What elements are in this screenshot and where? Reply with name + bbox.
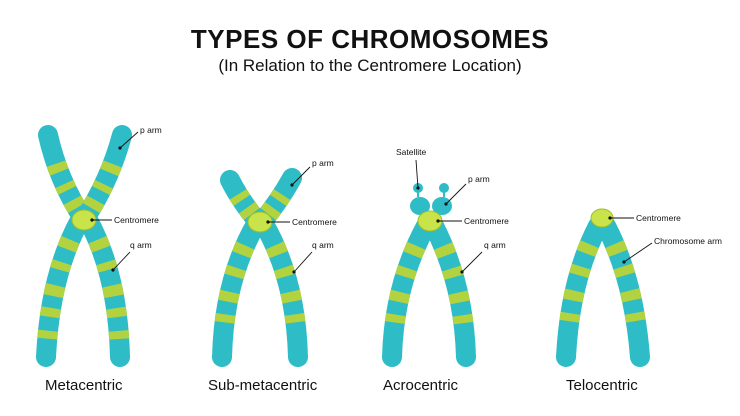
acrocentric-right-short-arm [432, 197, 452, 215]
acrocentric-p-arm-label: p arm [468, 174, 490, 184]
metacentric-chromosome: p arm Centromere q arm Metacentric [36, 125, 162, 394]
sub-metacentric-lower-left-arm [212, 214, 266, 367]
metacentric-p-arm-label: p arm [140, 125, 162, 135]
metacentric-name: Metacentric [45, 377, 123, 394]
acrocentric-satellite-label: Satellite [396, 147, 427, 157]
telocentric-centromere-label: Centromere [636, 213, 681, 223]
sub-metacentric-lower-right-arm [254, 214, 308, 367]
telocentric-right-arm [596, 216, 650, 367]
acrocentric-centromere-label: Centromere [464, 216, 509, 226]
telocentric-arm-label: Chromosome arm [654, 236, 722, 246]
sub-metacentric-chromosome: p arm Centromere q arm Sub-metacentric [208, 158, 337, 394]
metacentric-lower-right-arm [78, 210, 130, 367]
acrocentric-lower-right-arm [424, 216, 476, 367]
telocentric-chromosome: Centromere Chromosome arm Telocentric [556, 208, 722, 394]
acrocentric-left-short-arm [410, 197, 430, 215]
sub-metacentric-name: Sub-metacentric [208, 377, 318, 394]
metacentric-q-arm-label: q arm [130, 240, 152, 250]
sub-metacentric-p-arm-label: p arm [312, 158, 334, 168]
metacentric-centromere-label: Centromere [114, 215, 159, 225]
page-subtitle: (In Relation to the Centromere Location) [218, 56, 522, 75]
page-title: TYPES OF CHROMOSOMES [190, 24, 550, 54]
telocentric-left-arm [556, 216, 608, 367]
acrocentric-q-arm-label: q arm [484, 240, 506, 250]
acrocentric-name: Acrocentric [383, 377, 459, 394]
acrocentric-right-satellite [439, 183, 449, 193]
acrocentric-lower-left-arm [382, 216, 436, 367]
acrocentric-chromosome: Satellite p arm Centromere q arm Acrocen… [382, 147, 509, 394]
metacentric-lower-left-arm [36, 210, 90, 367]
sub-metacentric-centromere-label: Centromere [292, 217, 337, 227]
telocentric-name: Telocentric [566, 377, 638, 394]
sub-metacentric-q-arm-label: q arm [312, 240, 334, 250]
